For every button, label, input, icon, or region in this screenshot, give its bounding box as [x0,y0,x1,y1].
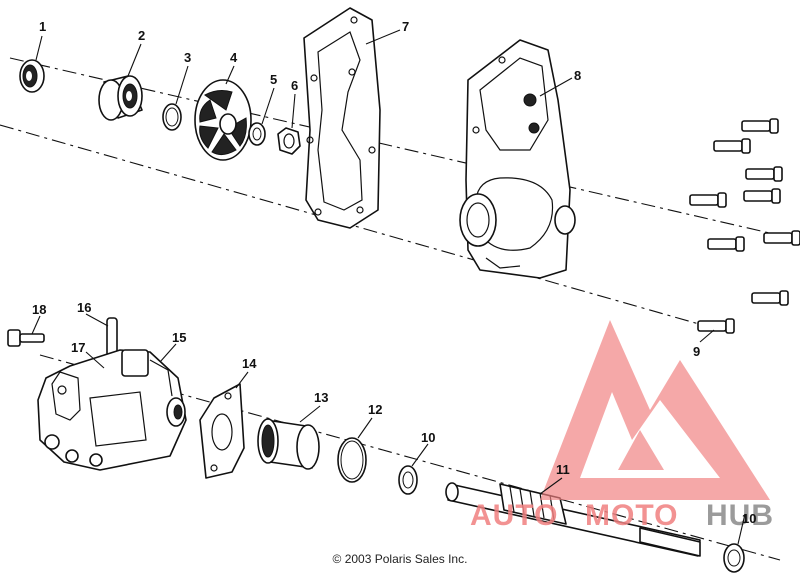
part-5-washer [248,122,266,146]
watermark-triangle-inner [580,392,720,478]
callout-8: 8 [574,68,581,83]
callout-11: 11 [556,462,570,477]
part-18-bolt [7,329,45,347]
watermark-moto: MOTO [585,499,678,532]
callout-1: 1 [39,19,46,34]
leader-lines [31,29,746,545]
callout-13: 13 [314,390,328,405]
part-7-gasket [303,7,381,229]
part-2-bearing [98,75,143,121]
callout-17: 17 [71,340,85,355]
part-3-oring [162,103,182,131]
part-6-nut [277,127,301,155]
callout-12: 12 [368,402,382,417]
callout-4: 4 [230,50,238,65]
watermark-hub: HUB [706,499,774,532]
callout-5: 5 [270,72,277,87]
automotohub-watermark: AUTO MOTO HUB [470,320,774,532]
part-10-washer-b [723,543,745,573]
callout-10b: 10 [742,511,756,526]
copyright-notice: © 2003 Polaris Sales Inc. [332,552,468,566]
callout-15: 15 [172,330,186,345]
callout-10a: 10 [421,430,435,445]
part-4-impeller [194,79,252,161]
callouts: 1 2 3 4 5 6 7 8 9 10 10 11 12 13 14 15 1… [32,19,756,526]
callout-16: 16 [77,300,91,315]
watermark-auto: AUTO [470,499,558,532]
callout-9: 9 [693,344,700,359]
callout-3: 3 [184,50,191,65]
part-9-bolts [689,118,800,334]
callout-2: 2 [138,28,145,43]
part-1-seal [19,59,45,93]
part-10-washer-a [398,465,418,495]
part-15-pump-body [37,349,187,471]
callout-14: 14 [242,356,257,371]
part-8-cover [459,39,576,279]
part-14-gasket [199,383,245,479]
part-13-sleeve [257,418,320,470]
part-16-pin [106,317,118,357]
callout-7: 7 [402,19,409,34]
part-12-oring [337,437,367,483]
callout-6: 6 [291,78,298,93]
callout-18: 18 [32,302,46,317]
watermark-triangle-core [618,430,664,470]
